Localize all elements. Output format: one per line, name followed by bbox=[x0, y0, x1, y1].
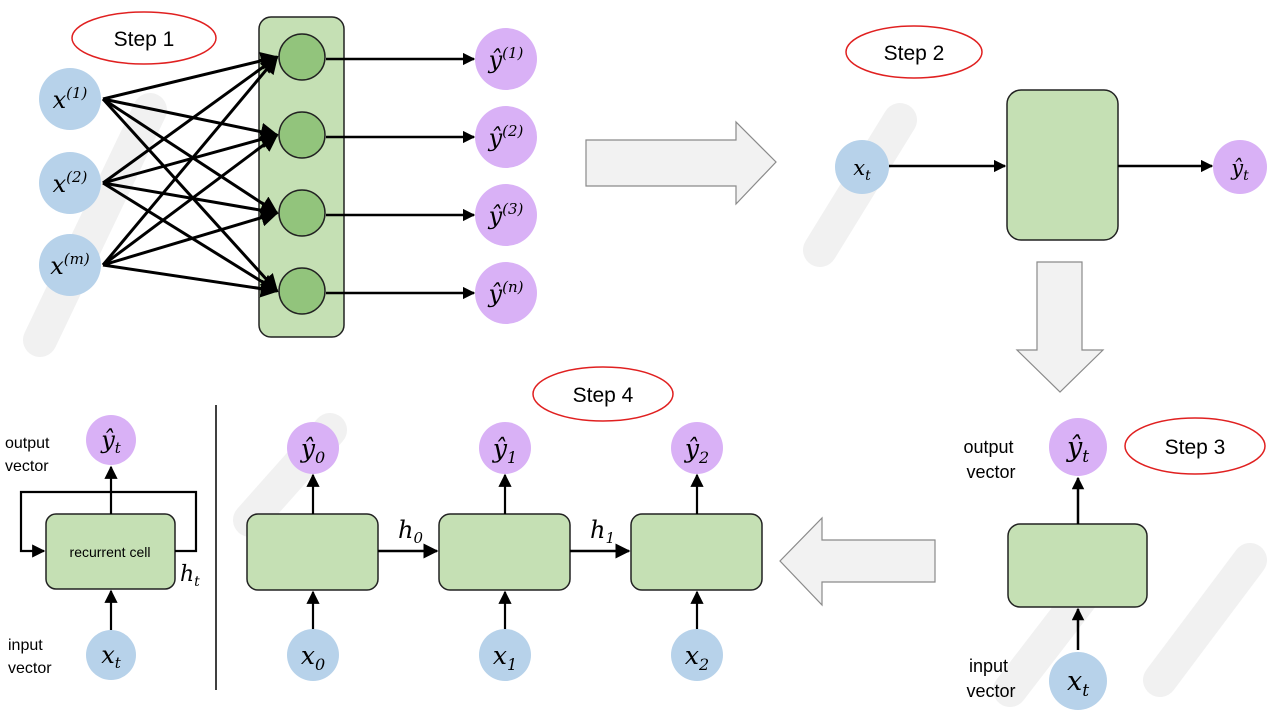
step4-recurrent-cell-label: recurrent cell bbox=[70, 544, 151, 560]
step3-output-node bbox=[1049, 418, 1107, 476]
step4-rolled-output-node bbox=[86, 415, 136, 465]
step4-unrolled-output-label: ŷ1 bbox=[492, 434, 517, 467]
step1-input-node bbox=[39, 234, 101, 296]
step1-input-label: x(2) bbox=[53, 168, 88, 198]
step3-input-vector-label: input vector bbox=[966, 656, 1015, 701]
step1-connection bbox=[102, 97, 279, 215]
step4-rolled-hidden-label: ht bbox=[180, 562, 200, 590]
step1-input-node bbox=[39, 152, 101, 214]
step1-connection bbox=[102, 52, 279, 101]
step1-connection bbox=[101, 97, 279, 293]
svg-text:Step 2: Step 2 bbox=[884, 42, 945, 65]
step3-output-vector-label: output vector bbox=[963, 437, 1018, 482]
step1-hidden-node bbox=[278, 267, 326, 315]
step4-recurrence-loop bbox=[19, 490, 198, 558]
step3-label: Step 3 bbox=[1124, 417, 1266, 475]
step3-input-node bbox=[1049, 652, 1107, 710]
step4-rolled-output-label: ŷt bbox=[100, 426, 122, 457]
step2-input-label: xt bbox=[853, 156, 871, 184]
step3-output-label: ŷt bbox=[1066, 432, 1089, 467]
step1-input-label: x(1) bbox=[53, 84, 88, 114]
step1-connection bbox=[102, 181, 279, 220]
step4-unrolled-cell bbox=[438, 513, 571, 591]
step4-rolled-input-label: xt bbox=[101, 641, 122, 672]
step1-label: Step 1 bbox=[71, 11, 217, 65]
step4-unrolled-input-label: x0 bbox=[301, 641, 325, 674]
step1-input-label: x(m) bbox=[50, 250, 90, 280]
step4-unrolled-cell bbox=[630, 513, 763, 591]
step1-connection bbox=[102, 97, 279, 141]
step1-hidden-node bbox=[278, 189, 326, 237]
step4-unrolled-output-label: ŷ0 bbox=[300, 434, 325, 467]
step2-output-node bbox=[1213, 140, 1267, 194]
step4-unrolled-input-node bbox=[671, 629, 723, 681]
step1-output-label: ŷ(2) bbox=[488, 122, 524, 152]
step2-input-node bbox=[835, 140, 889, 194]
step1-connection bbox=[102, 55, 279, 185]
step2-network-box bbox=[1006, 89, 1119, 241]
step1-input-node bbox=[39, 68, 101, 130]
step4-hidden-state-label: h1 bbox=[590, 516, 615, 547]
step1-output-label: ŷ(1) bbox=[488, 44, 524, 74]
step3-input-label: xt bbox=[1067, 666, 1089, 701]
step4-unrolled-output-label: ŷ2 bbox=[684, 434, 709, 467]
step1-connections bbox=[101, 52, 279, 298]
step1-output-node bbox=[475, 184, 537, 246]
step1-connection bbox=[102, 209, 279, 267]
flow-arrow-3-to-4 bbox=[779, 516, 936, 607]
step1-connection bbox=[102, 263, 279, 298]
step4-unrolled-input-node bbox=[479, 629, 531, 681]
step1-connection bbox=[102, 181, 279, 293]
step4-unrolled-cell bbox=[246, 513, 379, 591]
step1-hidden-node bbox=[278, 33, 326, 81]
step4-label: Step 4 bbox=[532, 366, 674, 422]
step2-label: Step 2 bbox=[845, 25, 983, 79]
step4-output-vector-label: output vector bbox=[5, 435, 54, 475]
step1-hidden-layer bbox=[258, 16, 345, 338]
step4-unrolled-input-node bbox=[287, 629, 339, 681]
step4-unrolled-output-node bbox=[287, 422, 339, 474]
step4-input-vector-label: input vector bbox=[8, 637, 52, 677]
step1-connection bbox=[102, 133, 279, 267]
step2-output-label: ŷt bbox=[1230, 156, 1249, 184]
step4-rolled-input-node bbox=[86, 630, 136, 680]
svg-text:Step 1: Step 1 bbox=[114, 28, 175, 51]
step4-unrolled-output-node bbox=[671, 422, 723, 474]
flow-arrow-2-to-3 bbox=[1015, 261, 1105, 393]
step1-output-node bbox=[475, 28, 537, 90]
step1-output-node bbox=[475, 106, 537, 168]
flow-arrow-1-to-2 bbox=[585, 120, 777, 206]
step4-unrolled-input-label: x1 bbox=[493, 641, 517, 674]
step3-cell-box bbox=[1007, 523, 1148, 608]
step4-hidden-state-label: h0 bbox=[398, 516, 423, 547]
step1-nodes: x(1) x(2) x(m) ŷ(1) ŷ(2) ŷ(3) ŷ(n) bbox=[39, 28, 537, 324]
step1-connection bbox=[101, 55, 279, 266]
step4-unrolled-input-label: x2 bbox=[685, 641, 709, 674]
step1-output-node bbox=[475, 262, 537, 324]
step1-output-label: ŷ(3) bbox=[488, 200, 524, 230]
step1-hidden-node bbox=[278, 111, 326, 159]
step4-unrolled-output-node bbox=[479, 422, 531, 474]
svg-text:Step 4: Step 4 bbox=[573, 384, 634, 407]
svg-text:Step 3: Step 3 bbox=[1165, 436, 1226, 459]
step1-output-label: ŷ(n) bbox=[488, 278, 524, 308]
step4-unrolled-network: ŷ0 x0 ŷ1 x1 ŷ2 x2 h0 h1 bbox=[246, 422, 763, 681]
